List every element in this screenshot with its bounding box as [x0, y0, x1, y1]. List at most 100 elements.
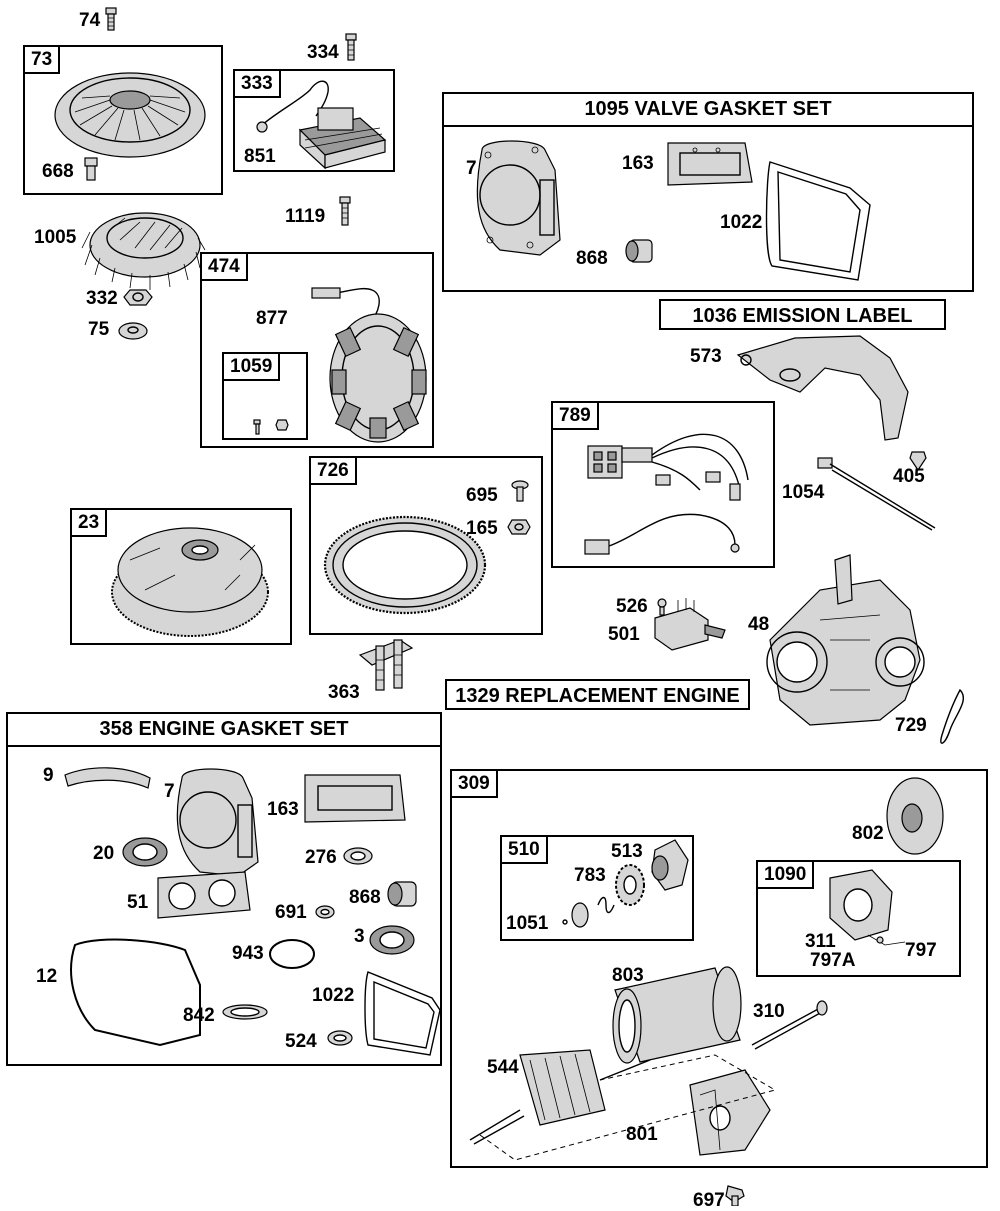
- part-label-3: 3: [354, 926, 365, 947]
- fan-1005-drawing: [81, 212, 206, 290]
- harness-789-drawing: [584, 433, 749, 555]
- end-cap-802-drawing: [886, 777, 944, 855]
- bracket-363-drawing: [358, 639, 414, 691]
- clip-729-drawing: [940, 688, 965, 744]
- gasket-163a-drawing: [667, 142, 753, 186]
- part-label-74: 74: [79, 10, 101, 31]
- seal-868a-drawing: [625, 239, 653, 263]
- gasket-163b-drawing: [304, 774, 406, 823]
- part-label-363: 363: [328, 682, 360, 703]
- part-label-801: 801: [626, 1124, 658, 1145]
- box-23-label: 23: [72, 510, 108, 537]
- gear-783-drawing: [615, 864, 645, 906]
- box-1090: 1090: [756, 860, 961, 977]
- box-333: 333: [233, 69, 395, 172]
- box-309: 309: [450, 769, 988, 1168]
- end-plate-801-drawing: [689, 1069, 771, 1156]
- stator-474-drawing: [311, 287, 427, 443]
- gasket-51-drawing: [157, 871, 251, 919]
- box-333-label: 333: [235, 71, 281, 98]
- dashed-guide-309: [479, 1054, 777, 1161]
- bolt-74-drawing: [105, 7, 117, 31]
- screw-668-drawing: [84, 157, 98, 181]
- part-label-48: 48: [748, 614, 770, 635]
- gasket-9-drawing: [64, 767, 151, 789]
- part-label-332: 332: [86, 288, 118, 309]
- seal-20-drawing: [122, 837, 168, 867]
- box-510: 510: [500, 835, 694, 941]
- gasket-1022a-drawing: [765, 161, 871, 281]
- screen-73-drawing: [54, 72, 206, 158]
- part-label-310: 310: [753, 1001, 785, 1022]
- screw-695-drawing: [511, 480, 529, 502]
- screw-405-drawing: [909, 451, 927, 472]
- part-label-851: 851: [244, 146, 276, 167]
- washer-75-drawing: [118, 322, 148, 340]
- gasket-1022b-drawing: [364, 971, 441, 1056]
- part-label-802: 802: [852, 823, 884, 844]
- box-358-title: 358 ENGINE GASKET SET: [8, 714, 440, 747]
- engine-48-drawing: [766, 554, 925, 726]
- part-label-501: 501: [608, 624, 640, 645]
- housing-803-drawing: [612, 966, 742, 1064]
- part-label-868-valve-set: 868: [576, 248, 608, 269]
- box-789-label: 789: [553, 403, 599, 430]
- box-1329-title: 1329 REPLACEMENT ENGINE: [455, 685, 740, 707]
- part-label-75: 75: [88, 319, 110, 340]
- part-label-797a: 797A: [810, 950, 856, 971]
- part-label-51: 51: [127, 892, 149, 913]
- box-1095-valve-gasket-set: 1095 VALVE GASKET SET: [442, 92, 974, 292]
- box-358-engine-gasket-set: 358 ENGINE GASKET SET: [6, 712, 442, 1066]
- rectifier-501-drawing: [654, 598, 726, 651]
- part-label-783: 783: [574, 865, 606, 886]
- screw-697-drawing: [725, 1185, 745, 1206]
- part-label-868-engine-set: 868: [349, 887, 381, 908]
- armature-544-drawing: [469, 1049, 651, 1145]
- seal-3-drawing: [369, 925, 415, 955]
- box-510-label: 510: [502, 837, 548, 864]
- part-label-1022-engine-set: 1022: [312, 985, 355, 1006]
- part-label-797: 797: [905, 940, 937, 961]
- armature-333-drawing: [256, 80, 387, 170]
- part-label-163-valve-set: 163: [622, 153, 654, 174]
- bracket-573-drawing: [736, 335, 909, 441]
- ring-691-drawing: [315, 905, 335, 919]
- box-1036-title: 1036 EMISSION LABEL: [692, 305, 913, 327]
- part-label-7-engine-set: 7: [164, 781, 175, 802]
- box-1059-label: 1059: [224, 354, 281, 381]
- part-label-163-engine-set: 163: [267, 799, 299, 820]
- bolt-1119-drawing: [339, 196, 351, 226]
- part-label-877: 877: [256, 308, 288, 329]
- part-label-573: 573: [690, 346, 722, 367]
- box-23: 23: [70, 508, 292, 645]
- part-label-7-valve-set: 7: [466, 158, 477, 179]
- ring-gear-726-drawing: [323, 515, 487, 615]
- screws-1059-drawing: [253, 419, 289, 435]
- ring-524-drawing: [327, 1030, 353, 1046]
- box-73: 73: [23, 45, 223, 195]
- part-label-526: 526: [616, 596, 648, 617]
- part-label-943: 943: [232, 943, 264, 964]
- part-label-1022-valve-set: 1022: [720, 212, 763, 233]
- screw-526-drawing: [657, 598, 667, 616]
- part-label-405: 405: [893, 466, 925, 487]
- flywheel-23-drawing: [111, 527, 269, 637]
- ring-842-drawing: [222, 1004, 268, 1020]
- nut-332-drawing: [123, 289, 153, 306]
- part-label-276: 276: [305, 847, 337, 868]
- brush-holder-1090-drawing: [829, 869, 906, 946]
- part-label-803: 803: [612, 965, 644, 986]
- part-label-1005: 1005: [34, 227, 77, 248]
- part-label-334: 334: [307, 42, 339, 63]
- part-label-20: 20: [93, 843, 115, 864]
- part-label-544: 544: [487, 1057, 519, 1078]
- box-726: 726: [309, 456, 543, 635]
- part-label-668: 668: [42, 161, 74, 182]
- box-726-label: 726: [311, 458, 357, 485]
- oring-943-drawing: [269, 939, 315, 969]
- part-label-9: 9: [43, 765, 54, 786]
- part-label-697: 697: [693, 1190, 725, 1211]
- ring-276-drawing: [343, 847, 373, 865]
- head-gasket-7a-drawing: [476, 140, 561, 256]
